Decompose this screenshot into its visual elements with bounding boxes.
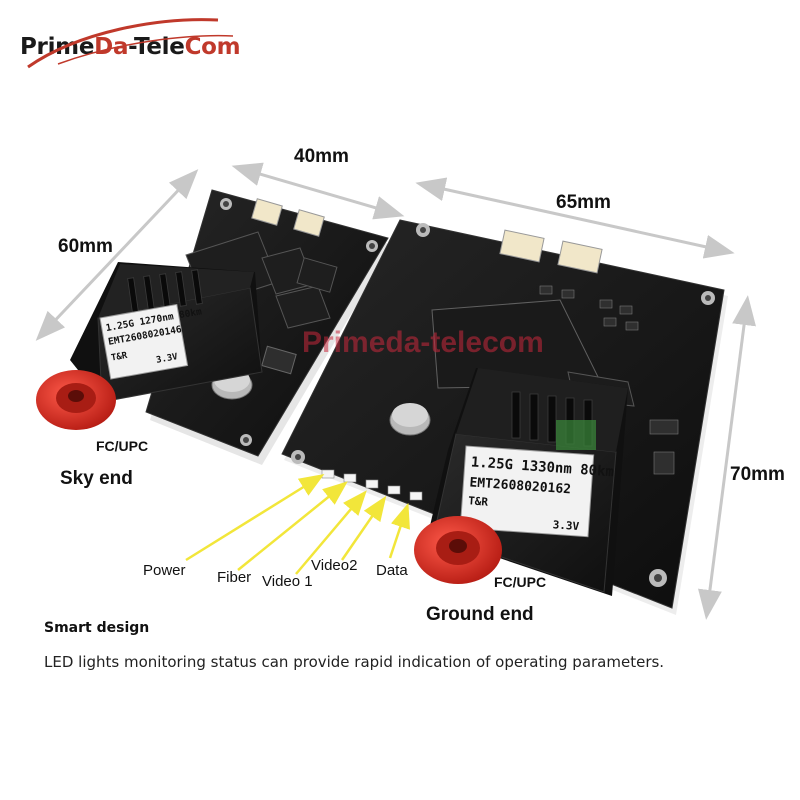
led-label-power: Power <box>143 562 186 579</box>
video1-arrow <box>295 490 367 575</box>
data-arrow <box>388 502 410 559</box>
ground-end-label: Ground end <box>426 604 534 625</box>
caption-title: Smart design <box>44 620 150 636</box>
sky-end-label: Sky end <box>60 468 133 489</box>
ground-module-serial: EMT2608020162 <box>469 475 572 497</box>
led-label-data: Data <box>376 562 408 579</box>
dim-label-60mm: 60mm <box>58 236 113 257</box>
sky-module-voltage: 3.3V <box>155 352 179 366</box>
fiber-arrow <box>237 481 348 571</box>
dim-label-70mm: 70mm <box>730 464 785 485</box>
ground-module-voltage: 3.3V <box>552 518 580 533</box>
dim-label-40mm: 40mm <box>294 146 349 167</box>
ground-module-tr: T&R <box>468 494 489 508</box>
ground-module: 1.25G 1330nm 80km EMT2608020162 T&R 3.3V <box>414 368 628 596</box>
dim-arrow-60mm <box>35 169 199 341</box>
dim-arrow-40mm <box>231 162 405 220</box>
led-label-video1: Video 1 <box>262 573 313 590</box>
dim-arrow-70mm <box>698 295 756 620</box>
watermark-text: Primeda-telecom <box>302 326 544 359</box>
led-label-video2: Video2 <box>311 557 358 574</box>
brand-logo: PrimeDa-TeleCom <box>20 34 241 60</box>
logo-swoosh-icon <box>27 18 234 69</box>
dim-arrow-65mm <box>415 177 735 259</box>
sky-module: 1.25G 1270nm 80km EMT2608020146 T&R 3.3V <box>36 262 263 430</box>
dim-label-65mm: 65mm <box>556 192 611 213</box>
ground-connector-label: FC/UPC <box>494 574 547 590</box>
logo-com: Com <box>184 34 241 60</box>
power-arrow <box>185 474 325 562</box>
sky-connector-label: FC/UPC <box>96 438 149 454</box>
video2-arrow <box>340 495 387 561</box>
logo-da: Da <box>94 34 129 60</box>
caption-body: LED lights monitoring status can provide… <box>44 653 665 671</box>
sky-module-tr: T&R <box>110 351 128 364</box>
led-label-fiber: Fiber <box>217 569 252 586</box>
